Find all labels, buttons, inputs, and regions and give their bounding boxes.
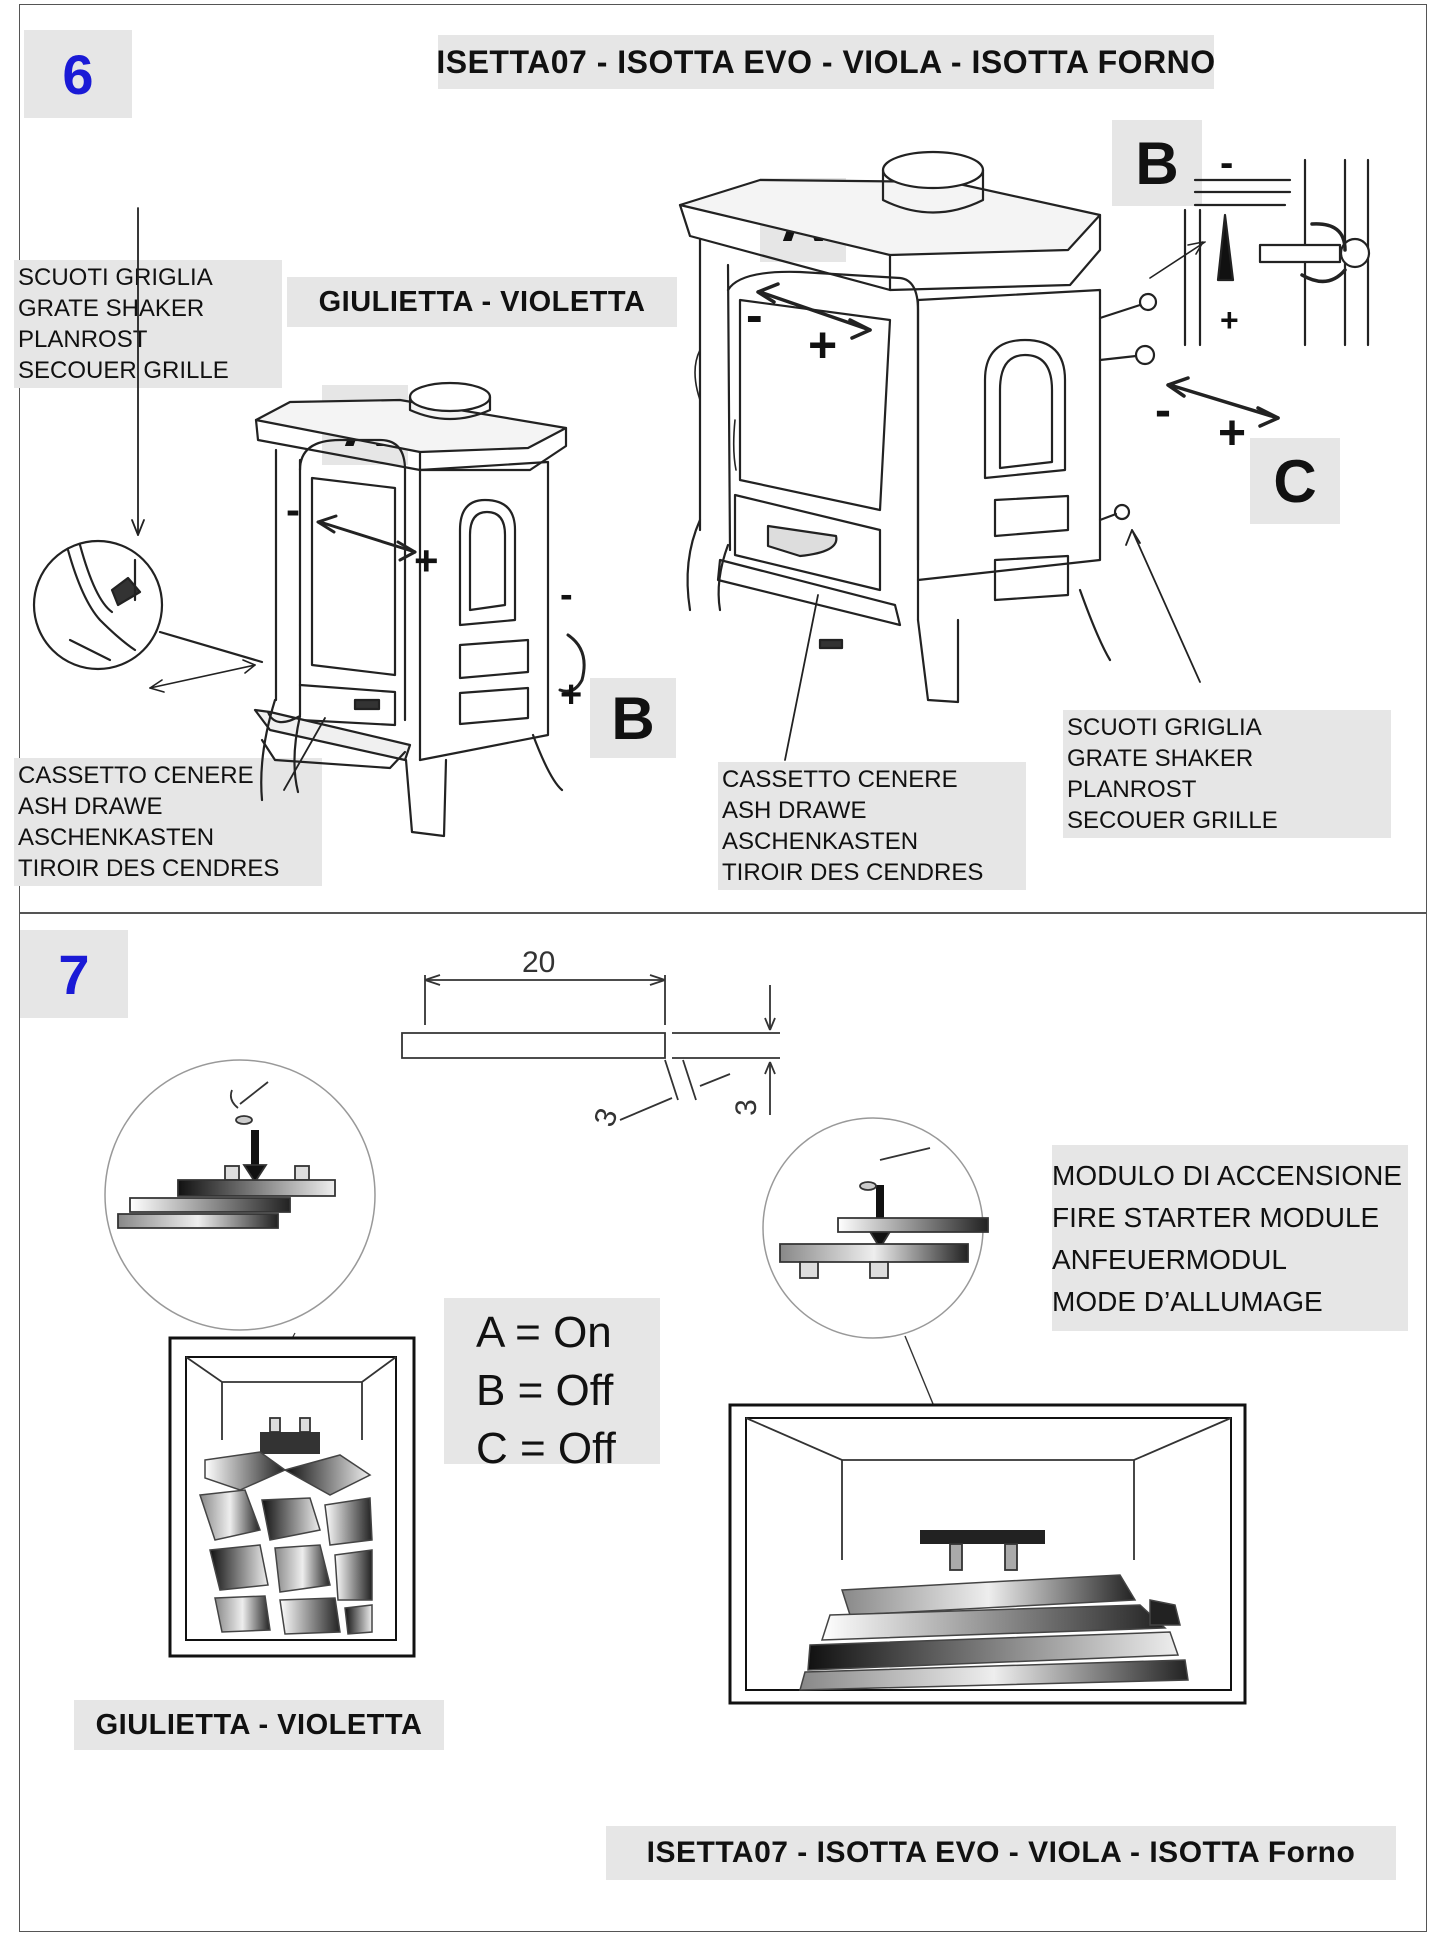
right-detail-circle: [762, 1117, 989, 1531]
fire-starter-label: MODULO DI ACCENSIONE FIRE STARTER MODULE…: [1052, 1145, 1408, 1331]
minus-sign-a-left: -: [286, 486, 300, 533]
section-7-number: 7: [20, 930, 128, 1018]
grate-shaker-label-left: SCUOTI GRIGLIA GRATE SHAKER PLANROST SEC…: [14, 260, 282, 388]
section-6-header: ISETTA07 - ISOTTA EVO - VIOLA - ISOTTA F…: [436, 35, 1215, 89]
letter-c-right: C: [1250, 438, 1340, 524]
setting-a: A = On: [476, 1308, 612, 1357]
minus-sign-b-right: -: [1220, 141, 1234, 185]
section-6-subheader: GIULIETTA - VIOLETTA: [287, 277, 677, 327]
minus-sign-a-right: -: [746, 287, 763, 343]
plus-sign-b-left: +: [560, 674, 583, 716]
section-6-number: 6: [24, 30, 132, 118]
ash-drawer-label-left: CASSETTO CENERE ASH DRAWE ASCHENKASTEN T…: [14, 758, 322, 886]
letter-b-right: B: [1112, 120, 1202, 206]
setting-c: C = Off: [476, 1424, 616, 1473]
fire-starter-stick-dimension: [401, 974, 780, 1121]
right-firebox: [728, 1403, 1247, 1705]
section-7-footer-right: ISETTA07 - ISOTTA EVO - VIOLA - ISOTTA F…: [606, 1826, 1396, 1880]
settings-box: A = On B = Off C = Off: [444, 1298, 660, 1473]
stove-left-drawing: [32, 207, 586, 838]
section-6-frame: [19, 4, 1427, 914]
plus-sign-b-right: +: [1220, 302, 1239, 338]
left-detail-circle: [104, 1059, 376, 1436]
stove-right-drawing: [678, 150, 1371, 761]
ash-drawer-label-center: CASSETTO CENERE ASH DRAWE ASCHENKASTEN T…: [718, 762, 1026, 890]
section-7-footer-left: GIULIETTA - VIOLETTA: [74, 1700, 444, 1750]
section-6-illustration: [32, 150, 1371, 838]
left-firebox: [168, 1336, 416, 1658]
minus-sign-c-right: -: [1155, 384, 1171, 437]
minus-sign-b-left: -: [560, 574, 573, 616]
setting-b: B = Off: [476, 1366, 614, 1415]
dimension-length: 20: [522, 946, 556, 979]
section-7-frame: [19, 912, 1427, 1932]
letter-b-left: B: [590, 678, 676, 758]
grate-shaker-label-right: SCUOTI GRIGLIA GRATE SHAKER PLANROST SEC…: [1063, 710, 1391, 838]
plus-sign-a-left: +: [414, 537, 439, 584]
